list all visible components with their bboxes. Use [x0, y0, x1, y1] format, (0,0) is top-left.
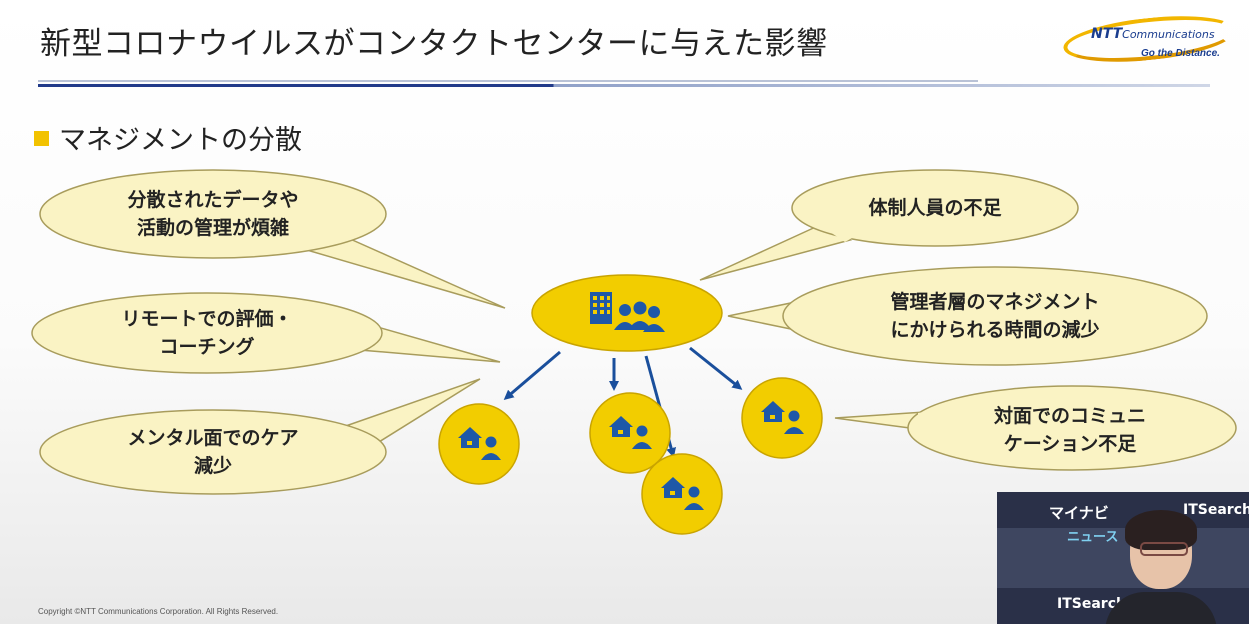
ntt-communications-logo: NTTCommunications Go the Distance.	[1061, 9, 1238, 69]
office-building-icon	[590, 292, 612, 324]
bubble-remote-evaluation	[31, 292, 501, 374]
contact-center-node	[531, 274, 723, 352]
logo-wordmark: NTTCommunications	[1091, 26, 1215, 42]
bubble-text-manager-time: 管理者層のマネジメントにかけられる時間の減少	[890, 291, 1100, 341]
bubble-staff-shortage	[699, 169, 1079, 281]
bubble-face-to-face	[834, 385, 1237, 471]
title-divider-thick	[38, 84, 1210, 87]
remote-agent-node-4	[741, 377, 823, 459]
sponsor-logo-mynavi-sub: ニュース	[1067, 530, 1119, 545]
webcam-feed: マイナビ ニュース ITSearch+ ITSearch+	[997, 492, 1249, 624]
bubble-mental-care	[39, 378, 481, 495]
agent-icon	[684, 486, 704, 510]
arrow-to-home-4	[689, 346, 743, 390]
agent-icon	[784, 410, 804, 434]
arrow-to-home-1	[503, 350, 561, 400]
home-icon	[609, 416, 633, 437]
copyright-footer: Copyright ©NTT Communications Corporatio…	[38, 607, 279, 616]
bubble-manager-time	[727, 266, 1208, 366]
bubble-text-scattered-data: 分散されたデータや活動の管理が煩雑	[127, 189, 299, 239]
section-heading-text: マネジメントの分散	[59, 125, 302, 156]
logo-tagline: Go the Distance.	[1141, 48, 1220, 59]
agent-icon	[481, 436, 501, 460]
title-divider-thin	[38, 80, 978, 82]
remote-agent-node-1	[438, 403, 520, 485]
slide-title: 新型コロナウイルスがコンタクトセンターに与えた影響	[40, 26, 828, 62]
remote-agent-node-3	[641, 453, 723, 535]
sponsor-logo-mynavi: マイナビ	[1049, 504, 1109, 522]
bubble-scattered-data	[39, 169, 506, 309]
presenter-body	[1105, 592, 1217, 624]
bubble-text-mental-care: メンタル面でのケア減少	[127, 427, 299, 477]
home-icon	[458, 427, 482, 448]
glasses-icon	[1140, 542, 1188, 556]
agent-icon	[632, 425, 652, 449]
bubble-text-staff-shortage: 体制人員の不足	[868, 197, 1002, 219]
sponsor-logo-itsearch: ITSearch+	[1183, 502, 1249, 518]
remote-agent-node-2	[589, 392, 671, 474]
agents-group-icon	[614, 301, 665, 332]
bubble-text-remote-evaluation: リモートでの評価・コーチング	[121, 308, 293, 358]
backdrop-band	[997, 492, 1249, 528]
home-icon	[761, 401, 785, 422]
home-icon	[661, 477, 685, 498]
bubble-text-face-to-face: 対面でのコミュニケーション不足	[993, 405, 1146, 455]
section-heading: マネジメントの分散	[34, 118, 302, 157]
bullet-square-icon	[34, 131, 49, 146]
